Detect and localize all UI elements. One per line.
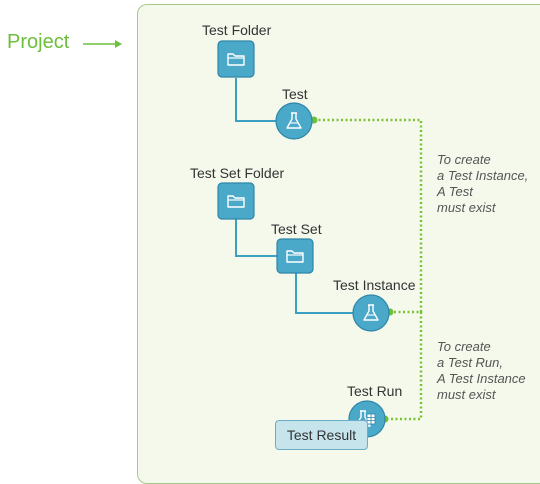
test-set-folder-node[interactable]	[217, 182, 255, 220]
dependency-link-instance-to-run	[384, 312, 423, 421]
project-label: Project	[7, 31, 70, 53]
connector-setfolder-to-set	[235, 218, 277, 257]
test-set-label: Test Set	[271, 221, 322, 237]
hierarchy-diagram	[83, 40, 423, 438]
test-node[interactable]	[275, 102, 313, 140]
test-label: Test	[282, 86, 308, 102]
arrow-right-icon	[83, 40, 122, 48]
run-requirement-note: To create a Test Run, A Test Instance mu…	[437, 339, 526, 402]
dependency-link-test-to-instance	[314, 118, 423, 314]
test-result-box[interactable]: Test Result	[275, 420, 368, 450]
test-folder-node[interactable]	[217, 40, 255, 78]
test-instance-node[interactable]	[352, 294, 390, 332]
test-set-folder-label: Test Set Folder	[190, 165, 285, 181]
test-folder-label: Test Folder	[202, 22, 272, 38]
test-instance-label: Test Instance	[333, 277, 416, 293]
connector-folder-to-test	[235, 78, 276, 122]
flask-table-icon	[355, 410, 376, 427]
test-result-label: Test Result	[286, 427, 357, 443]
test-set-node[interactable]	[276, 238, 314, 274]
test-run-label: Test Run	[347, 383, 403, 399]
connector-set-to-instance	[295, 272, 353, 314]
instance-requirement-note: To create a Test Instance, A Test must e…	[437, 152, 529, 215]
project-panel	[137, 4, 540, 484]
